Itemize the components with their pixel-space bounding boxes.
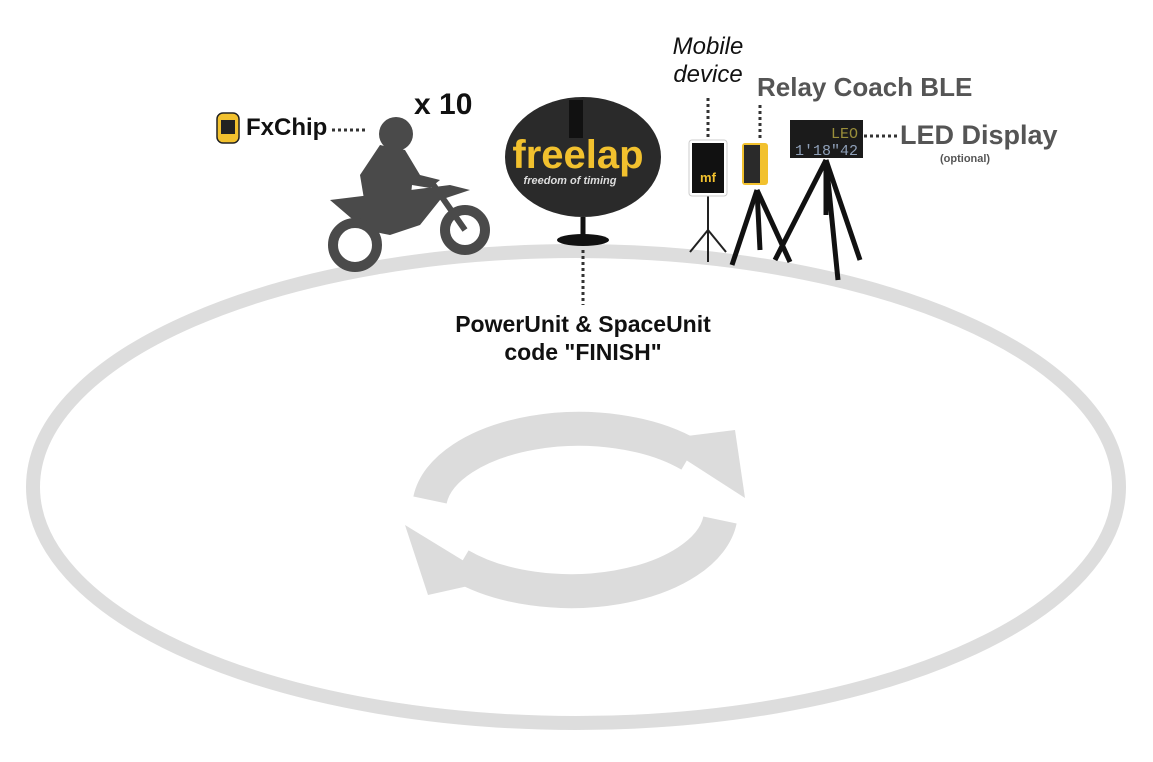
fxchip-label: FxChip <box>246 114 328 141</box>
freelap-tagline: freedom of timing <box>524 175 617 187</box>
freelap-logo: freelap <box>512 133 643 177</box>
fxchip-icon <box>216 112 240 144</box>
mobile-app-logo: mf <box>700 170 717 185</box>
led-optional-label: (optional) <box>940 153 991 165</box>
mobile-label-line1: Mobile <box>672 33 744 60</box>
motocross-rider-icon <box>328 117 490 272</box>
mobile-device-icon <box>688 139 728 262</box>
mobile-label-line2: device <box>673 61 743 88</box>
led-time: 1'18"42 <box>795 143 858 160</box>
led-display-icon <box>772 120 863 281</box>
relay-coach-icon <box>729 143 793 266</box>
multiplier-label: x 10 <box>414 88 473 121</box>
track-oval <box>26 244 1126 730</box>
finish-label-line2: code "FINISH" <box>504 339 662 365</box>
arrowhead-right <box>655 430 745 498</box>
arrowhead-left <box>405 525 495 595</box>
finish-unit-icon <box>505 97 661 246</box>
finish-label-line1: PowerUnit & SpaceUnit <box>455 311 711 337</box>
loop-arrows-icon <box>413 411 737 609</box>
relay-coach-label: Relay Coach BLE <box>757 72 973 102</box>
mobile-device-label: Mobile device <box>660 33 756 89</box>
led-display-label: LED Display <box>900 120 1058 150</box>
finish-label: PowerUnit & SpaceUnit code "FINISH" <box>433 310 733 366</box>
led-name: LEO <box>831 126 858 143</box>
connectors <box>332 98 898 305</box>
